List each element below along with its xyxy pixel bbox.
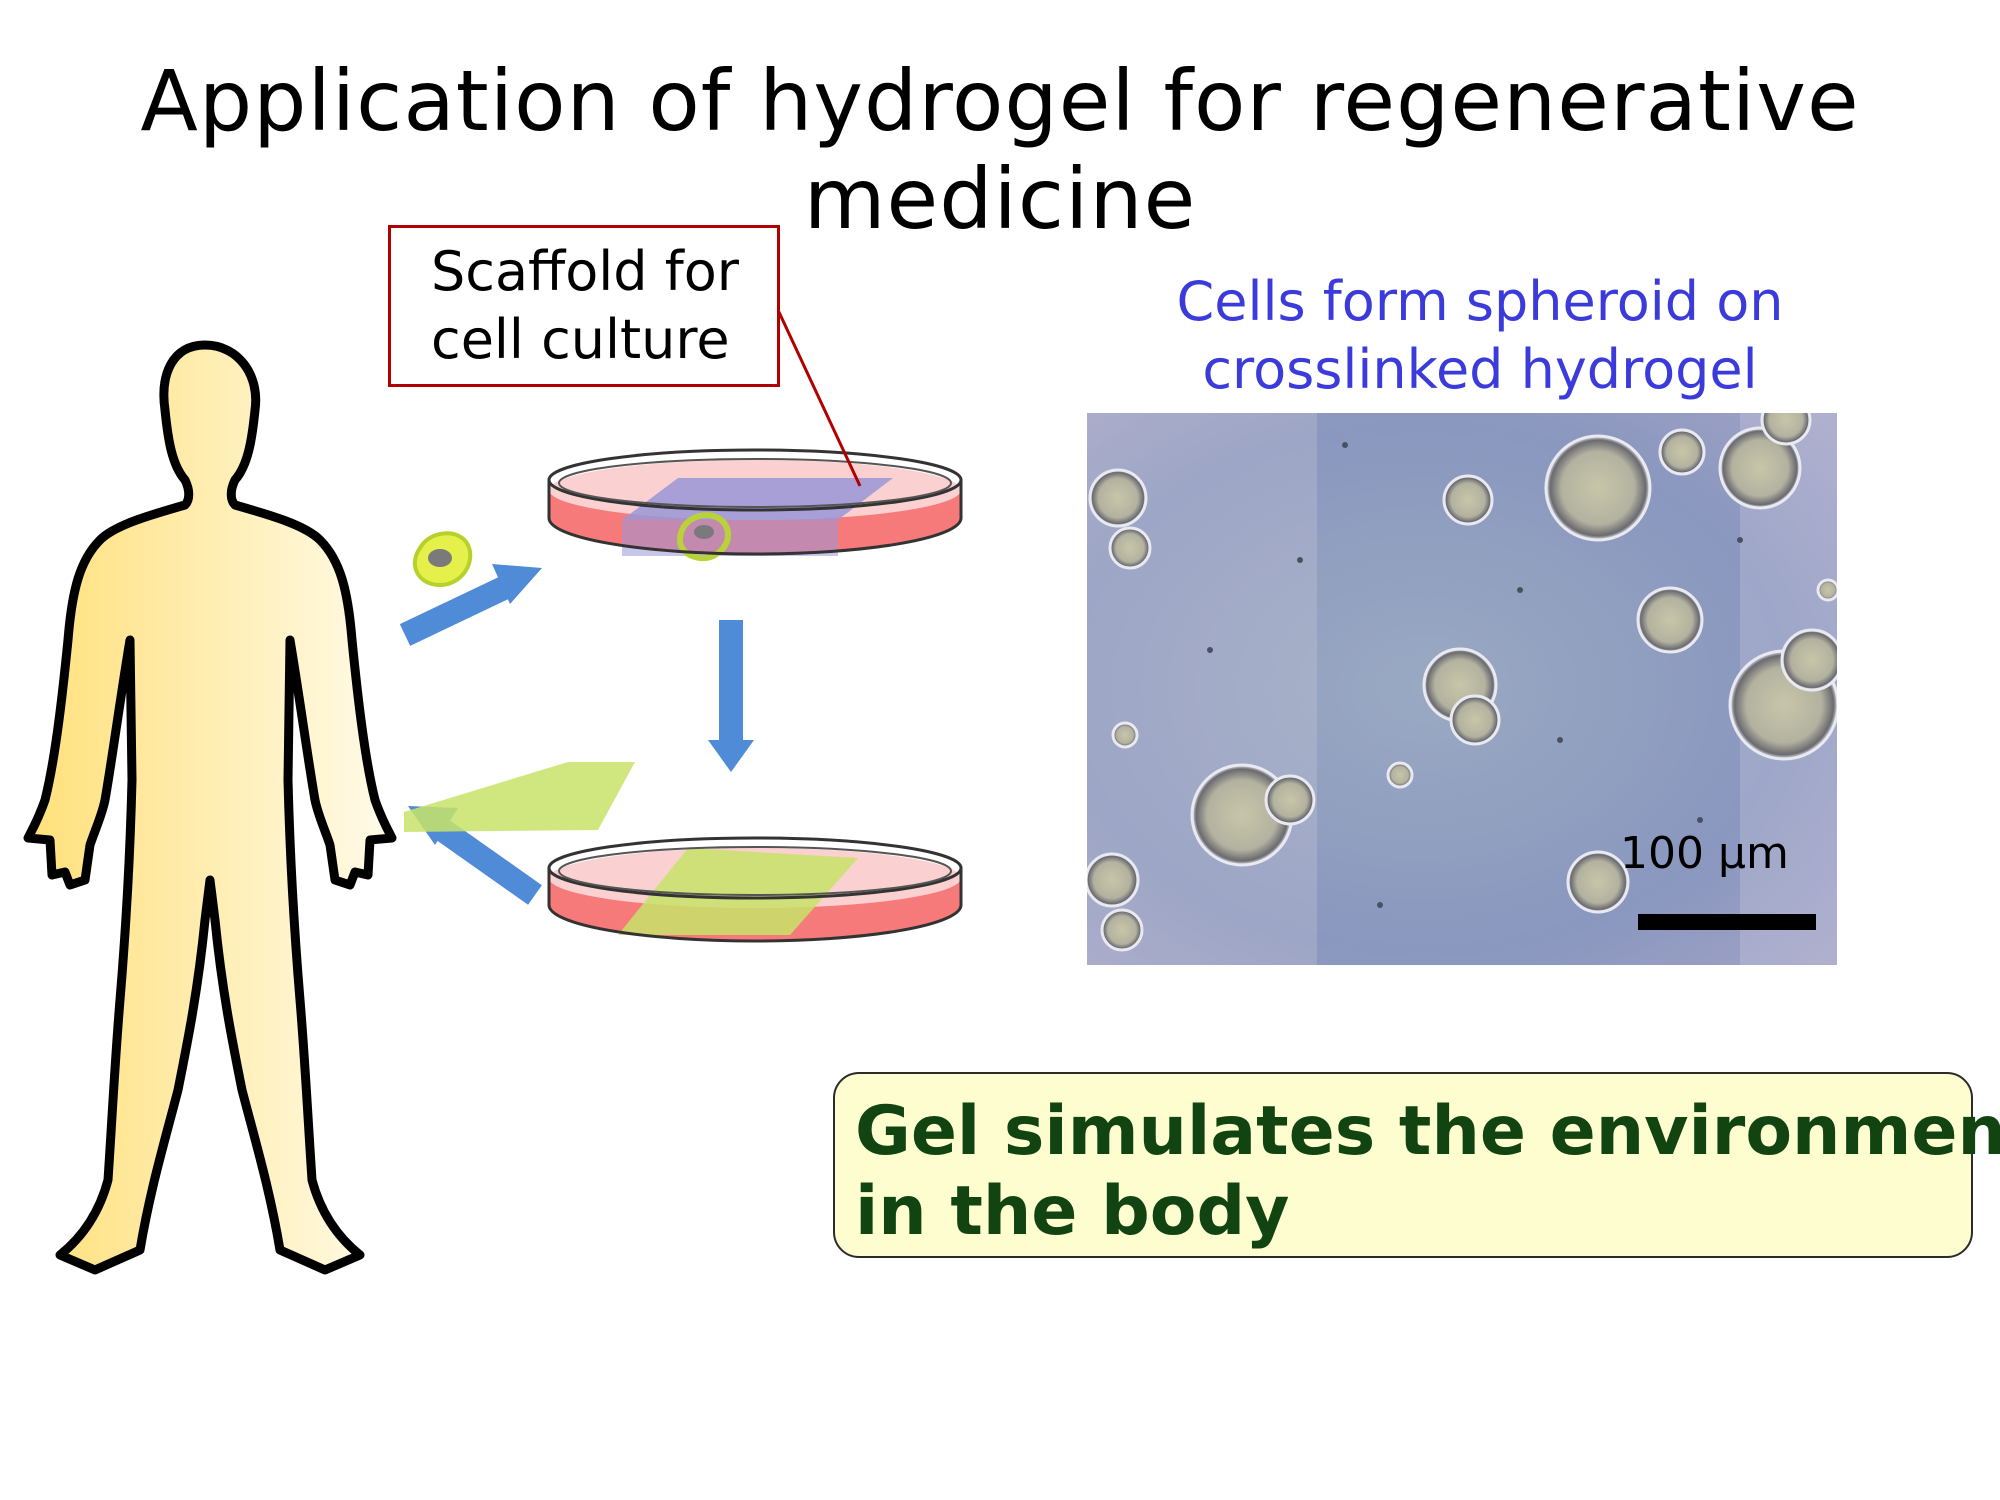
human-silhouette [23, 340, 397, 1275]
conclusion-line-2: in the body [855, 1172, 1290, 1251]
callout-leader [776, 309, 862, 487]
page-title: Application of hydrogel for regenerative… [140, 52, 1860, 248]
spheroid-micrograph [1087, 413, 1837, 965]
scale-bar-label: 100 μm [1620, 828, 1789, 879]
scaffold-callout: Scaffold for cell culture [388, 225, 780, 387]
conclusion-box: Gel simulates the environment in the bod… [833, 1072, 2000, 1258]
culture-dish-top [547, 448, 963, 562]
arrow-down-icon [708, 620, 754, 772]
scale-bar [1638, 914, 1816, 930]
micrograph-caption: Cells form spheroid on crosslinked hydro… [1080, 268, 1880, 404]
arrow-to-dish-icon [399, 564, 542, 646]
conclusion-line-1: Gel simulates the environment [855, 1092, 2000, 1171]
cell-icon [412, 531, 473, 588]
culture-dish-bottom [547, 836, 963, 943]
scaffold-callout-line-2: cell culture [431, 308, 730, 371]
scaffold-callout-line-1: Scaffold for [431, 240, 739, 303]
micrograph-caption-line-2: crosslinked hydrogel [1202, 338, 1758, 401]
gel-sheet [404, 762, 635, 832]
micrograph-caption-line-1: Cells form spheroid on [1176, 270, 1784, 333]
